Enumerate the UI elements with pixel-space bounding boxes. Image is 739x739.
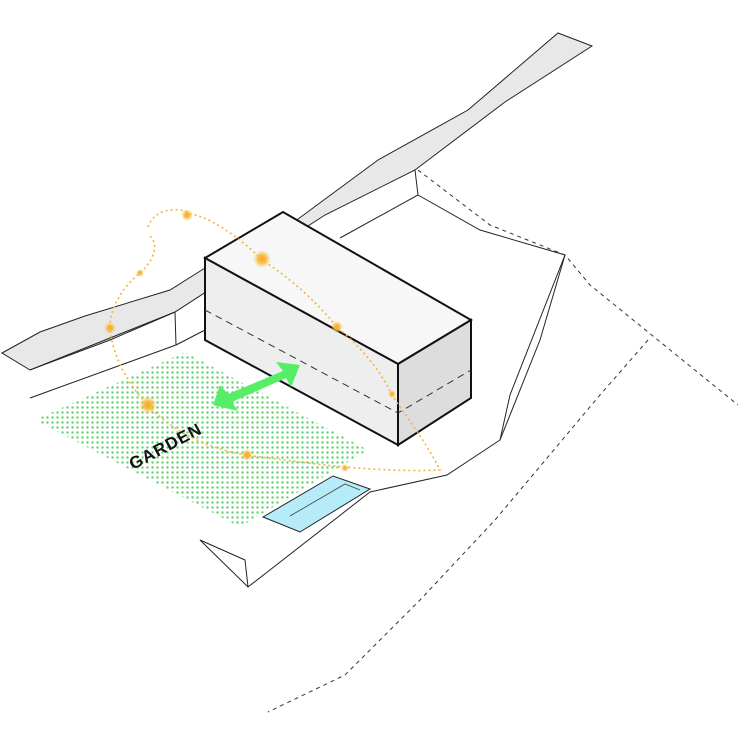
sun-icon: [181, 209, 193, 221]
sun-icon: [388, 390, 396, 398]
sun-icon: [136, 269, 144, 277]
double-arrow-shape: [213, 362, 300, 411]
site-outline: [29, 169, 566, 588]
plot-edge-north: [29, 311, 177, 399]
road: [1, 32, 594, 371]
building-floor-line: [204, 309, 472, 414]
dashed-contour-top: [417, 169, 739, 406]
sun-icon: [331, 321, 343, 333]
building-volume: [202, 210, 473, 447]
pool: [261, 475, 372, 533]
plot-edge-back: [175, 329, 206, 346]
sun-path: [104, 208, 442, 472]
building-side-face: [397, 318, 472, 447]
terrain-slope-right: [369, 194, 566, 493]
garden-dots: [35, 352, 368, 527]
sun-icon: [253, 250, 271, 268]
road-surface: [1, 32, 594, 371]
sun-icon: [241, 449, 253, 461]
garden-area: GARDEN: [35, 352, 368, 527]
terrain-dashed-lines: [267, 169, 739, 713]
arrow-icon: [213, 362, 300, 411]
sun-icon: [341, 464, 349, 472]
pool-inner-edge: [289, 483, 361, 517]
sun-icon: [139, 396, 157, 414]
sun-icon: [104, 322, 116, 334]
terrain-ridge: [499, 254, 566, 441]
dashed-contour-bottom: [267, 339, 649, 713]
pool-water: [261, 475, 372, 533]
plot-edge-front-step: [199, 539, 249, 588]
